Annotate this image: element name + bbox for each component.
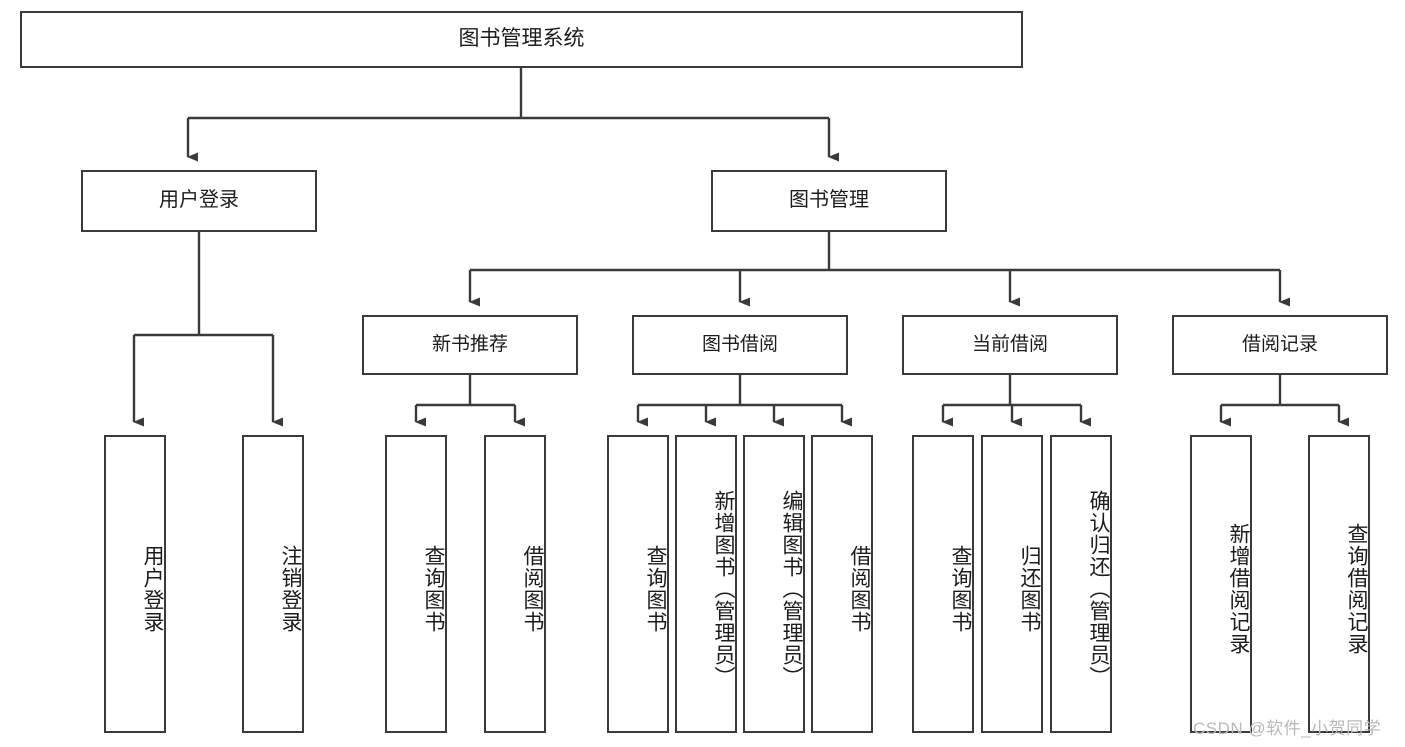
node-current-borrow[interactable]: 当前借阅 (902, 315, 1118, 375)
node-label: 注销登录 (279, 545, 302, 633)
node-label: 归还图书 (1018, 545, 1041, 633)
node-new-book-recommend[interactable]: 新书推荐 (362, 315, 578, 375)
leaf-user-login[interactable]: 用户登录 (104, 435, 166, 733)
node-label: 用户登录 (159, 189, 239, 212)
node-book-borrow[interactable]: 图书借阅 (632, 315, 848, 375)
leaf-logout[interactable]: 注销登录 (242, 435, 304, 733)
node-label: 编辑图书（管理员） (780, 490, 803, 688)
leaf-confirm-return-admin[interactable]: 确认归还（管理员） (1050, 435, 1112, 733)
leaf-query-borrow-record[interactable]: 查询借阅记录 (1308, 435, 1370, 733)
node-label: 新增借阅记录 (1227, 523, 1250, 655)
leaf-add-book-admin[interactable]: 新增图书（管理员） (675, 435, 737, 733)
node-label: 查询图书 (949, 545, 972, 633)
leaf-add-borrow-record[interactable]: 新增借阅记录 (1190, 435, 1252, 733)
node-label: 图书借阅 (701, 333, 778, 355)
node-label: 图书管理 (789, 189, 869, 212)
leaf-return-book[interactable]: 归还图书 (981, 435, 1043, 733)
leaf-borrow-book[interactable]: 借阅图书 (811, 435, 873, 733)
csdn-watermark: CSDN @软件_小贺同学 (1193, 719, 1382, 738)
node-borrow-record[interactable]: 借阅记录 (1172, 315, 1388, 375)
node-label: 查询图书 (422, 545, 445, 633)
leaf-query-book-recommend[interactable]: 查询图书 (385, 435, 447, 733)
node-label: 新书推荐 (431, 333, 508, 355)
node-label: 用户登录 (141, 545, 164, 633)
node-label: 确认归还（管理员） (1087, 490, 1110, 688)
leaf-query-book-borrow[interactable]: 查询图书 (607, 435, 669, 733)
node-label: 新增图书（管理员） (712, 490, 735, 688)
leaf-borrow-book-recommend[interactable]: 借阅图书 (484, 435, 546, 733)
node-label: 查询图书 (644, 545, 667, 633)
node-user-login[interactable]: 用户登录 (81, 170, 317, 232)
node-label: 图书管理系统 (458, 27, 585, 51)
node-root[interactable]: 图书管理系统 (20, 11, 1023, 68)
node-label: 借阅图书 (521, 545, 544, 633)
node-label: 借阅图书 (848, 545, 871, 633)
node-label: 借阅记录 (1241, 333, 1318, 355)
node-book-management[interactable]: 图书管理 (711, 170, 947, 232)
leaf-edit-book-admin[interactable]: 编辑图书（管理员） (743, 435, 805, 733)
node-label: 当前借阅 (971, 333, 1048, 355)
leaf-query-book-current[interactable]: 查询图书 (912, 435, 974, 733)
node-label: 查询借阅记录 (1345, 523, 1368, 655)
